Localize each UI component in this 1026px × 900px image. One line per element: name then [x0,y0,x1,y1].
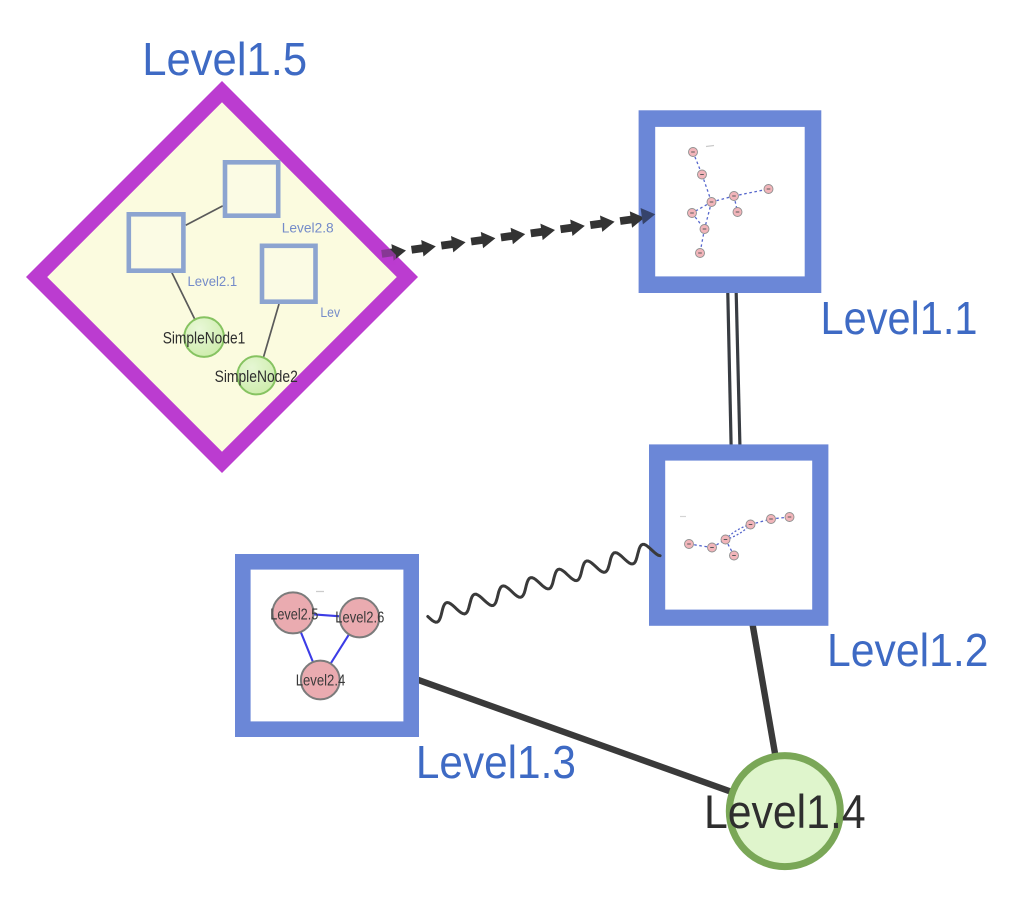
svg-text:Level1.5: Level1.5 [142,33,307,85]
svg-text:Level1.2: Level1.2 [827,624,989,676]
svg-text:Level1.4: Level1.4 [704,785,866,838]
svg-text:Level1.3: Level1.3 [416,736,576,788]
svg-text:Level2.8: Level2.8 [282,220,334,236]
svg-text:Level2.4: Level2.4 [296,673,346,690]
svg-text:Level1.1: Level1.1 [821,292,978,344]
svg-text:SimpleNode2: SimpleNode2 [215,368,298,386]
svg-text:Level2.1: Level2.1 [188,273,238,289]
svg-text:Level2.6: Level2.6 [335,610,384,627]
svg-text:Lev: Lev [320,304,340,320]
svg-text:Level2.5: Level2.5 [270,606,318,623]
svg-text:SimpleNode1: SimpleNode1 [163,330,246,348]
